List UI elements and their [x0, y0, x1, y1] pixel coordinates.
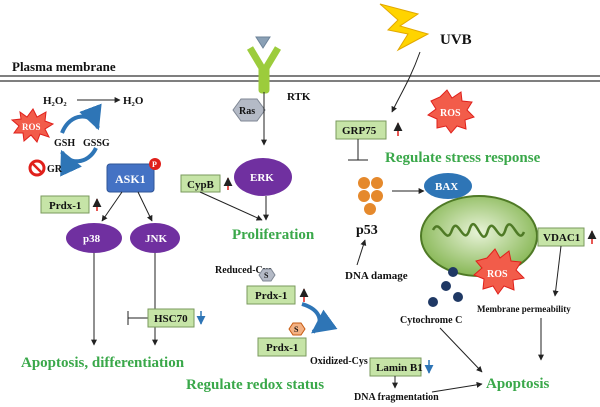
- p53-dot-5: [364, 203, 376, 215]
- p53-dot-3: [358, 190, 370, 202]
- plasma-membrane-label: Plasma membrane: [12, 59, 116, 74]
- jnk-node: [130, 223, 180, 253]
- jnk-label: JNK: [145, 233, 167, 245]
- gr-label: GR: [47, 164, 63, 175]
- cytc-to-apoptosis-arrow: [439, 327, 483, 373]
- cytc-dot-1: [448, 267, 458, 277]
- ask1-node: [106, 163, 155, 193]
- bax-label: BAX: [435, 181, 458, 193]
- prdx1-reduced-box: [246, 285, 296, 305]
- dna-fragmentation-label: DNA fragmentation: [354, 392, 439, 403]
- cytochrome-label: Cytochrome C: [400, 315, 462, 326]
- hsc70-label: HSC70: [154, 313, 188, 325]
- prdx1-oxidized-label: Prdx-1: [266, 342, 298, 354]
- h2o2-label: H₂O₂: [43, 95, 67, 107]
- ask1-to-p38-arrow: [101, 191, 123, 222]
- s-hexagon-reduced: [258, 268, 276, 282]
- mitochondrion-cristae: [431, 223, 526, 239]
- uvb-to-grp75-arrow: [391, 51, 421, 113]
- vdac1-to-membrane-arrow: [552, 245, 562, 297]
- membrane-permeability-label: Membrane permeability: [477, 304, 571, 314]
- h2o-label: H₂O: [123, 95, 144, 107]
- no-sign-slash: [31, 162, 43, 174]
- cypb-label: CypB: [187, 179, 215, 191]
- redox-cycle-top-arrow: [60, 103, 102, 134]
- rtk-label: RTK: [287, 91, 311, 103]
- gssg-label: GSSG: [83, 138, 110, 149]
- grp75-box: [335, 120, 387, 140]
- bax-node: [424, 173, 472, 199]
- dna-frag-to-apoptosis-arrow: [431, 381, 483, 393]
- regulate-stress-label: Regulate stress response: [385, 150, 541, 166]
- dna-damage-label: DNA damage: [345, 270, 408, 282]
- phospho-label: P: [152, 160, 157, 169]
- cypb-to-erk-arrow: [199, 191, 263, 221]
- p38-label: p38: [83, 233, 101, 245]
- ros-mito-label: ROS: [487, 269, 508, 280]
- erk-node: [234, 158, 292, 196]
- ros-burst-left-icon: [10, 108, 55, 143]
- prdx1-oxidized-box: [257, 337, 307, 357]
- erk-label: ERK: [250, 172, 274, 184]
- cytc-dot-2: [441, 281, 451, 291]
- prdx1-reduced-label: Prdx-1: [255, 290, 287, 302]
- lamin-b1-label: Lamin B1: [376, 362, 423, 374]
- ros-burst-top-icon: [427, 89, 475, 134]
- s-hexagon-oxidized: [288, 322, 306, 336]
- vdac1-label: VDAC1: [543, 232, 580, 244]
- cytc-dot-3: [453, 292, 463, 302]
- prdx1-left-label: Prdx-1: [49, 200, 81, 212]
- ros-top-label: ROS: [440, 108, 461, 119]
- uvb-lightning-icon: [379, 3, 430, 52]
- p53-dot-4: [371, 190, 383, 202]
- ros-left-label: ROS: [22, 122, 41, 132]
- phospho-badge: [149, 158, 161, 170]
- ras-node: [232, 98, 266, 122]
- ask1-label: ASK1: [115, 172, 146, 186]
- apoptosis-label: Apoptosis: [486, 376, 550, 392]
- ras-label: Ras: [239, 106, 255, 117]
- oxidized-cys-label: Oxidized-Cys: [310, 356, 368, 367]
- p38-node: [66, 223, 122, 253]
- redox-curve-arrow: [301, 302, 338, 334]
- p53-dot-2: [371, 177, 383, 189]
- prdx1-left-box: [40, 195, 90, 214]
- gsh-label: GSH: [54, 138, 75, 149]
- ros-burst-mito-icon: [473, 248, 526, 295]
- dna-damage-to-p53-arrow: [356, 239, 367, 266]
- regulate-redox-label: Regulate redox status: [186, 377, 324, 393]
- hsc70-box: [147, 308, 195, 328]
- p53-label: p53: [356, 223, 378, 238]
- apoptosis-differentiation-label: Apoptosis, differentiation: [21, 355, 185, 371]
- cytc-dot-4: [428, 297, 438, 307]
- reduced-cys-label: Reduced-Cys: [215, 265, 272, 276]
- ask1-to-jnk-arrow: [137, 191, 153, 222]
- s-reduced-label: S: [264, 271, 269, 280]
- ligand-triangle-icon: [255, 36, 271, 49]
- redox-cycle-bottom-arrow: [60, 146, 98, 177]
- s-oxidized-label: S: [294, 325, 299, 334]
- grp75-label: GRP75: [342, 125, 377, 137]
- p53-dot-1: [358, 177, 370, 189]
- rtk-receptor-icon: [246, 46, 282, 94]
- proliferation-label: Proliferation: [232, 227, 315, 243]
- uvb-label: UVB: [440, 32, 472, 48]
